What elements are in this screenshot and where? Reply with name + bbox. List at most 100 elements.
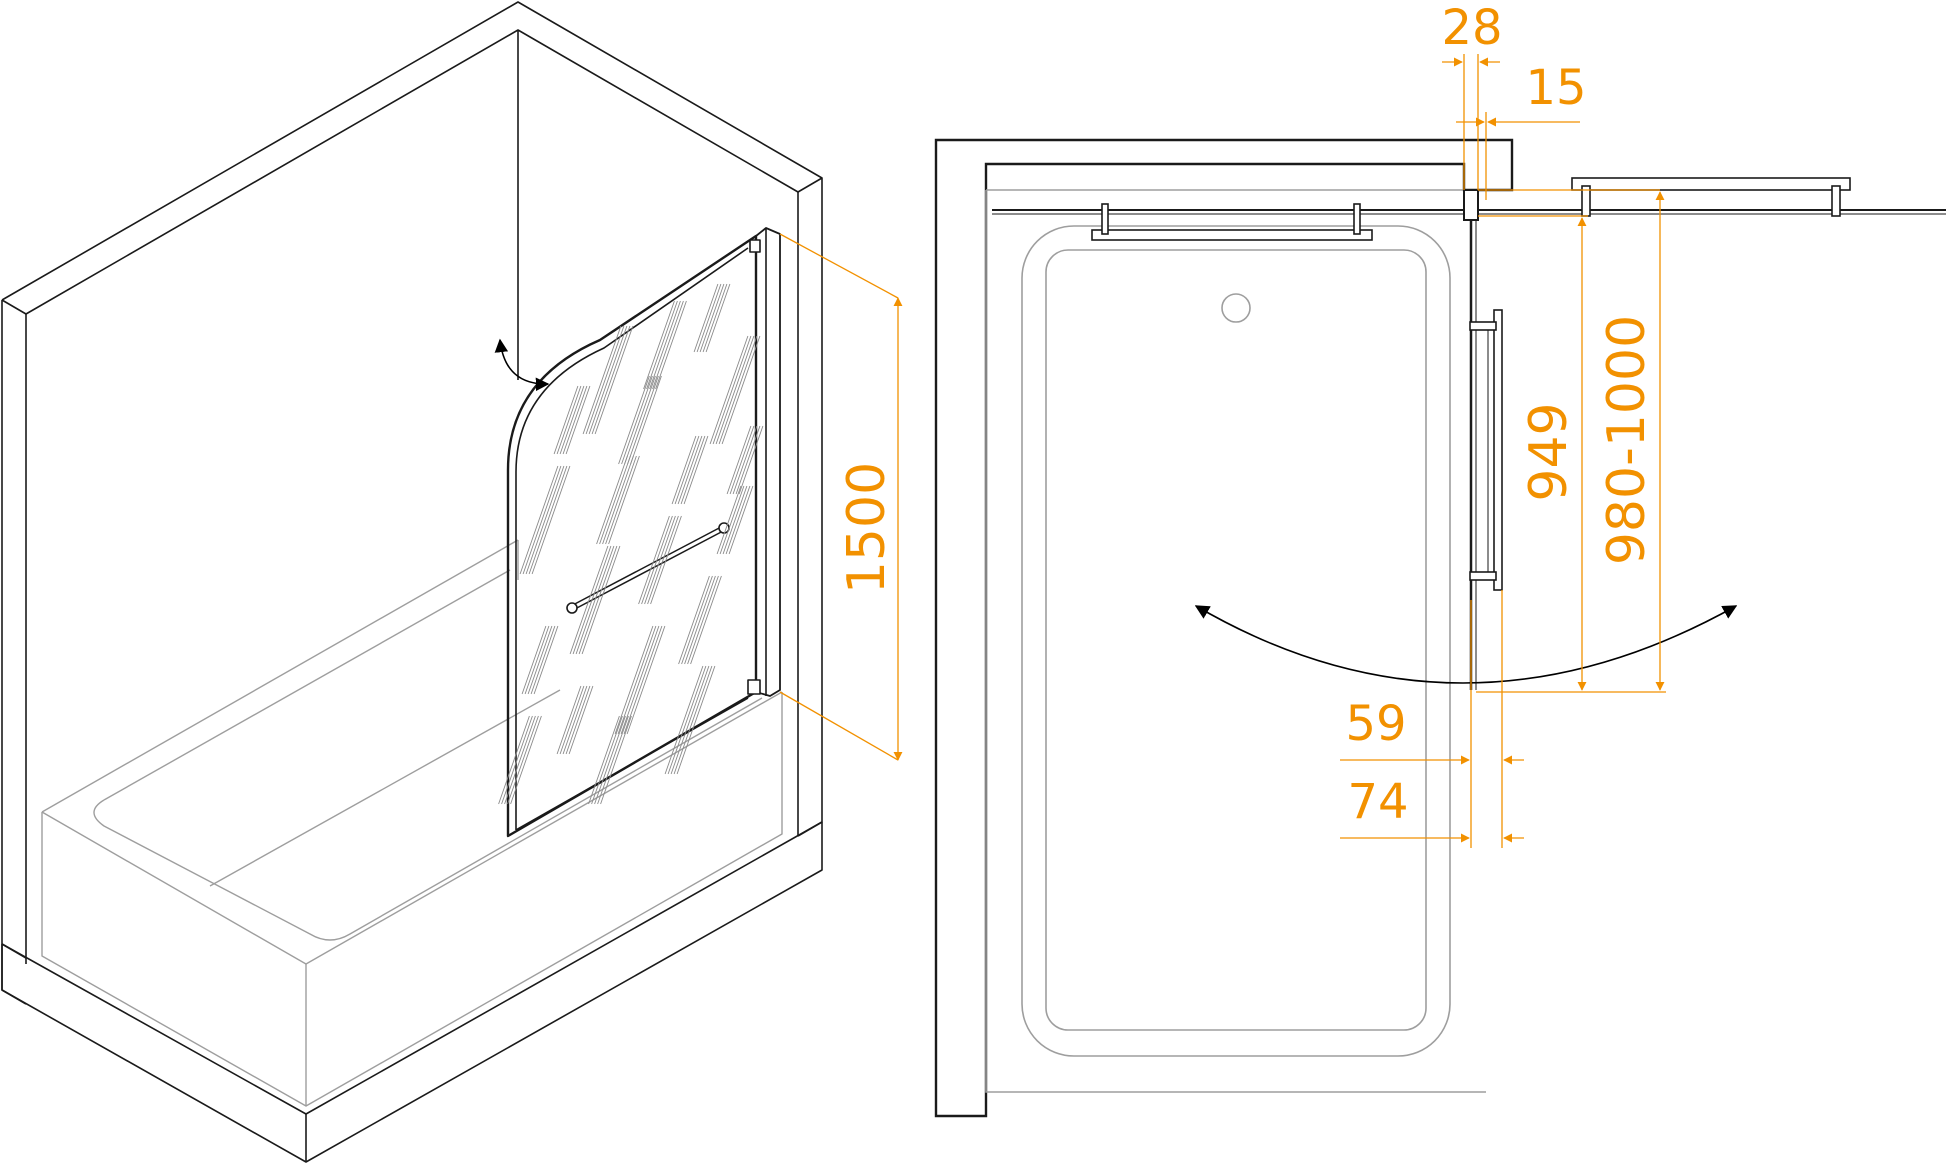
glass-streak (641, 515, 673, 605)
glass-streak (572, 545, 612, 655)
glass-streak (627, 375, 659, 465)
glass-streak (618, 375, 650, 465)
glass-streak (722, 485, 748, 555)
towel-bar-top (1091, 229, 1373, 241)
glass-streak (676, 665, 716, 775)
glass-streak (591, 715, 623, 805)
glass-streak (565, 385, 591, 455)
glass-streak (664, 665, 704, 775)
plan-dimensions (1340, 54, 1666, 848)
glass-streak (621, 375, 653, 465)
glass-streak (588, 325, 628, 435)
glass-streak (699, 283, 725, 353)
glass-streak (575, 545, 615, 655)
glass-streak (649, 300, 681, 390)
glass-streak (585, 325, 625, 435)
glass-streak (614, 625, 654, 735)
glass-streak (693, 283, 719, 353)
glass-streak (673, 665, 713, 775)
glass-streak (644, 515, 676, 605)
glass-streak (596, 455, 628, 545)
glass-streak (684, 575, 716, 665)
glass-streak (501, 715, 533, 805)
glass-streak (725, 485, 751, 555)
glass-streak (556, 385, 582, 455)
glass-streak (525, 465, 565, 575)
glass-streak (620, 625, 660, 735)
glass-streak (594, 325, 634, 435)
hinge-block (1463, 189, 1479, 221)
glass-streak (726, 425, 752, 495)
glass-streak (559, 685, 585, 755)
drain-icon (1221, 293, 1251, 323)
glass-streak (600, 715, 632, 805)
glass-streak (667, 665, 707, 775)
glass-streak (553, 385, 579, 455)
glass-streak (528, 465, 568, 575)
glass-streak (646, 300, 678, 390)
glass-streak (533, 625, 559, 695)
glass-streak (559, 385, 585, 455)
glass-streak (638, 515, 670, 605)
dimension-handle-a-label: 59 (1345, 696, 1406, 752)
glass-streak (623, 625, 663, 735)
glass-streak (565, 685, 591, 755)
glass-panel (498, 227, 781, 838)
isometric-view (1, 1, 823, 1163)
dimension-handle-b-label: 74 (1347, 774, 1408, 830)
glass-streak (562, 385, 588, 455)
glass-streak (647, 515, 679, 605)
dimension-profile-width-label: 28 (1441, 0, 1502, 56)
dimension-height-label: 1500 (837, 462, 897, 594)
glass-streak (709, 335, 749, 445)
glass-streak (718, 335, 758, 445)
glass-streak (582, 325, 622, 435)
bathtub-plan (985, 189, 1486, 1093)
glass-streak (562, 685, 588, 755)
glass-streak (687, 575, 719, 665)
glass-streak (696, 283, 722, 353)
glass-streak (510, 715, 542, 805)
glass-streak (626, 625, 666, 735)
wall-outline (1, 1, 823, 1163)
glass-streak (608, 455, 640, 545)
glass-streak (498, 715, 530, 805)
glass-streak (715, 335, 755, 445)
glass-streak (652, 300, 684, 390)
glass-streak (670, 665, 710, 775)
dimension-glass-width-label: 949 (1519, 402, 1579, 501)
glass-streak (680, 435, 706, 505)
glass-streak (588, 715, 620, 805)
glass-streak (599, 455, 631, 545)
glass-pattern (498, 283, 764, 805)
glass-streak (690, 575, 722, 665)
glass-streak (602, 455, 634, 545)
glass-streak (681, 575, 713, 665)
glass-streak (721, 335, 761, 445)
glass-streak (569, 545, 609, 655)
dimension-height (779, 233, 903, 761)
glass-streak (671, 435, 697, 505)
glass-streak (530, 625, 556, 695)
glass-streak (556, 685, 582, 755)
dimension-total-width-label: 980-1000 (1597, 315, 1657, 565)
glass-streak (594, 715, 626, 805)
glass-streak (677, 435, 703, 505)
glass-streak (678, 575, 710, 665)
glass-streak (683, 435, 709, 505)
bathtub (41, 539, 783, 1107)
glass-streak (527, 625, 553, 695)
glass-streak (712, 335, 752, 445)
glass-streak (728, 485, 754, 555)
plan-view (934, 138, 1946, 1118)
glass-streak (705, 283, 731, 353)
glass-streak (655, 300, 687, 390)
glass-streak (738, 425, 764, 495)
glass-streak (716, 485, 742, 555)
swing-arrow-icon (1194, 605, 1738, 684)
glass-streak (624, 375, 656, 465)
glass-streak (732, 425, 758, 495)
glass-streak (578, 545, 618, 655)
